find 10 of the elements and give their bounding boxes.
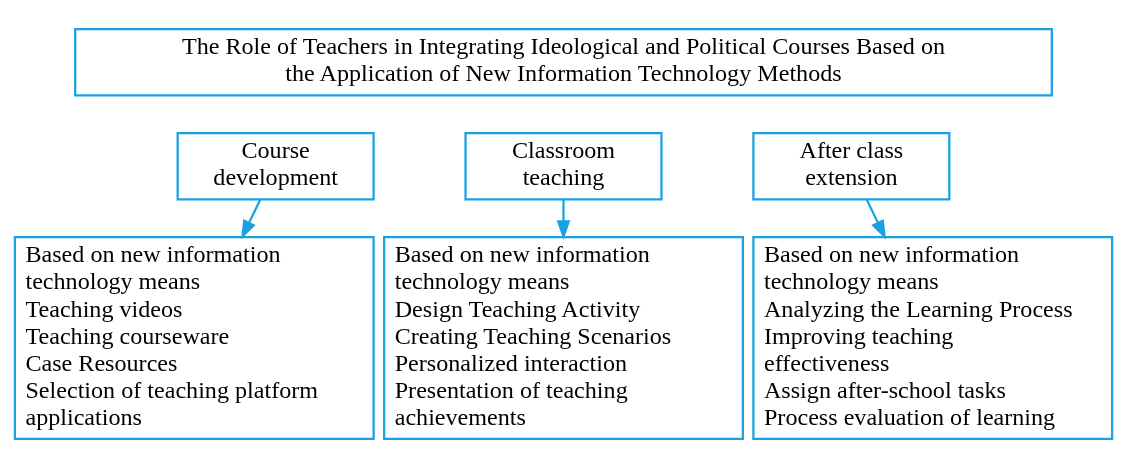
arrow <box>865 198 887 240</box>
node-box: Classroom teaching <box>464 131 663 201</box>
node-box: Course development <box>176 131 375 201</box>
arrow <box>556 199 571 240</box>
node-box: The Role of Teachers in Integrating Ideological and Political Courses Based on the Application of New Information Technology Methods <box>74 27 1053 97</box>
node-box: Based on new information technology means Teaching videos Teaching courseware Case Resources Selection of teaching platform applications <box>13 235 375 441</box>
arrow <box>240 198 262 240</box>
node-box: After class extension <box>752 131 951 201</box>
node-box: Based on new information technology means Design Teaching Activity Creating Teaching Scenarios Personalized interaction Presentation of teaching achievements <box>383 235 744 441</box>
node-box: Based on new information technology means Analyzing the Learning Process Improving teaching effectiveness Assign after-school tasks Process evaluation of learning <box>752 235 1114 441</box>
